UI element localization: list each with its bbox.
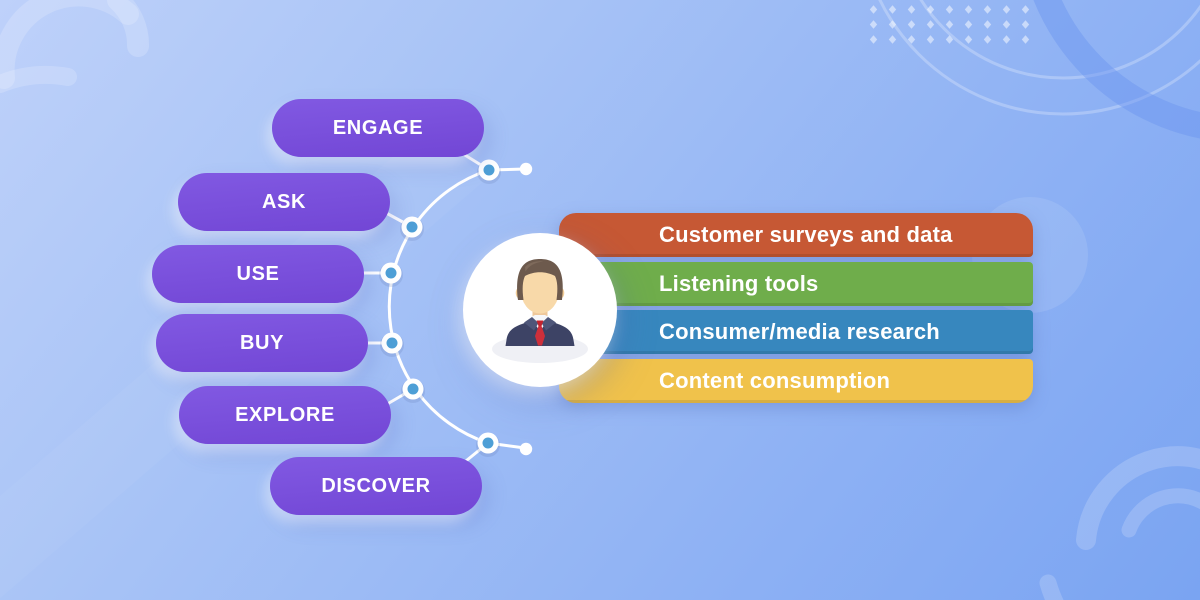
method-bars: Customer surveys and data Listening tool… — [559, 213, 1033, 403]
journey-node — [380, 332, 404, 357]
journey-nodes — [379, 159, 533, 457]
method-label: Content consumption — [659, 367, 891, 393]
journey-arc — [387, 168, 491, 445]
stage-label: USE — [236, 262, 280, 285]
stage-pill-discover: DISCOVER — [270, 457, 482, 515]
stage-pill-use: USE — [152, 245, 364, 303]
method-bar-listening-tools: Listening tools — [559, 261, 1033, 306]
thin-circle-outlines — [878, 0, 1200, 116]
stage-label: BUY — [239, 331, 285, 354]
diamond-dot-grid — [864, 2, 1035, 47]
journey-node — [476, 432, 500, 457]
journey-node — [379, 262, 403, 287]
businessman-icon — [463, 233, 617, 387]
stage-label: DISCOVER — [321, 474, 431, 497]
method-label: Listening tools — [659, 270, 819, 296]
journey-node — [401, 378, 425, 403]
stage-pill-buy: BUY — [156, 314, 368, 372]
stage-pill-ask: ASK — [178, 173, 390, 231]
stage-label: ASK — [261, 190, 307, 213]
businessman-figure — [505, 259, 575, 346]
method-bar-content-consumption: Content consumption — [559, 358, 1033, 403]
arc-end-dot-bottom — [519, 442, 533, 456]
method-bar-consumer-media-research: Consumer/media research — [559, 310, 1033, 355]
arc-end-dot-top — [519, 162, 533, 176]
stage-label: ENGAGE — [332, 116, 424, 139]
journey-node — [400, 216, 424, 241]
method-label: Customer surveys and data — [659, 222, 953, 247]
stage-label: EXPLORE — [235, 403, 335, 426]
journey-node — [477, 159, 501, 184]
stage-pill-engage: ENGAGE — [272, 99, 484, 157]
persona-avatar — [463, 233, 617, 387]
method-label: Consumer/media research — [659, 319, 940, 345]
method-bar-customer-surveys: Customer surveys and data — [559, 213, 1033, 257]
stage-pill-explore: EXPLORE — [179, 386, 391, 444]
